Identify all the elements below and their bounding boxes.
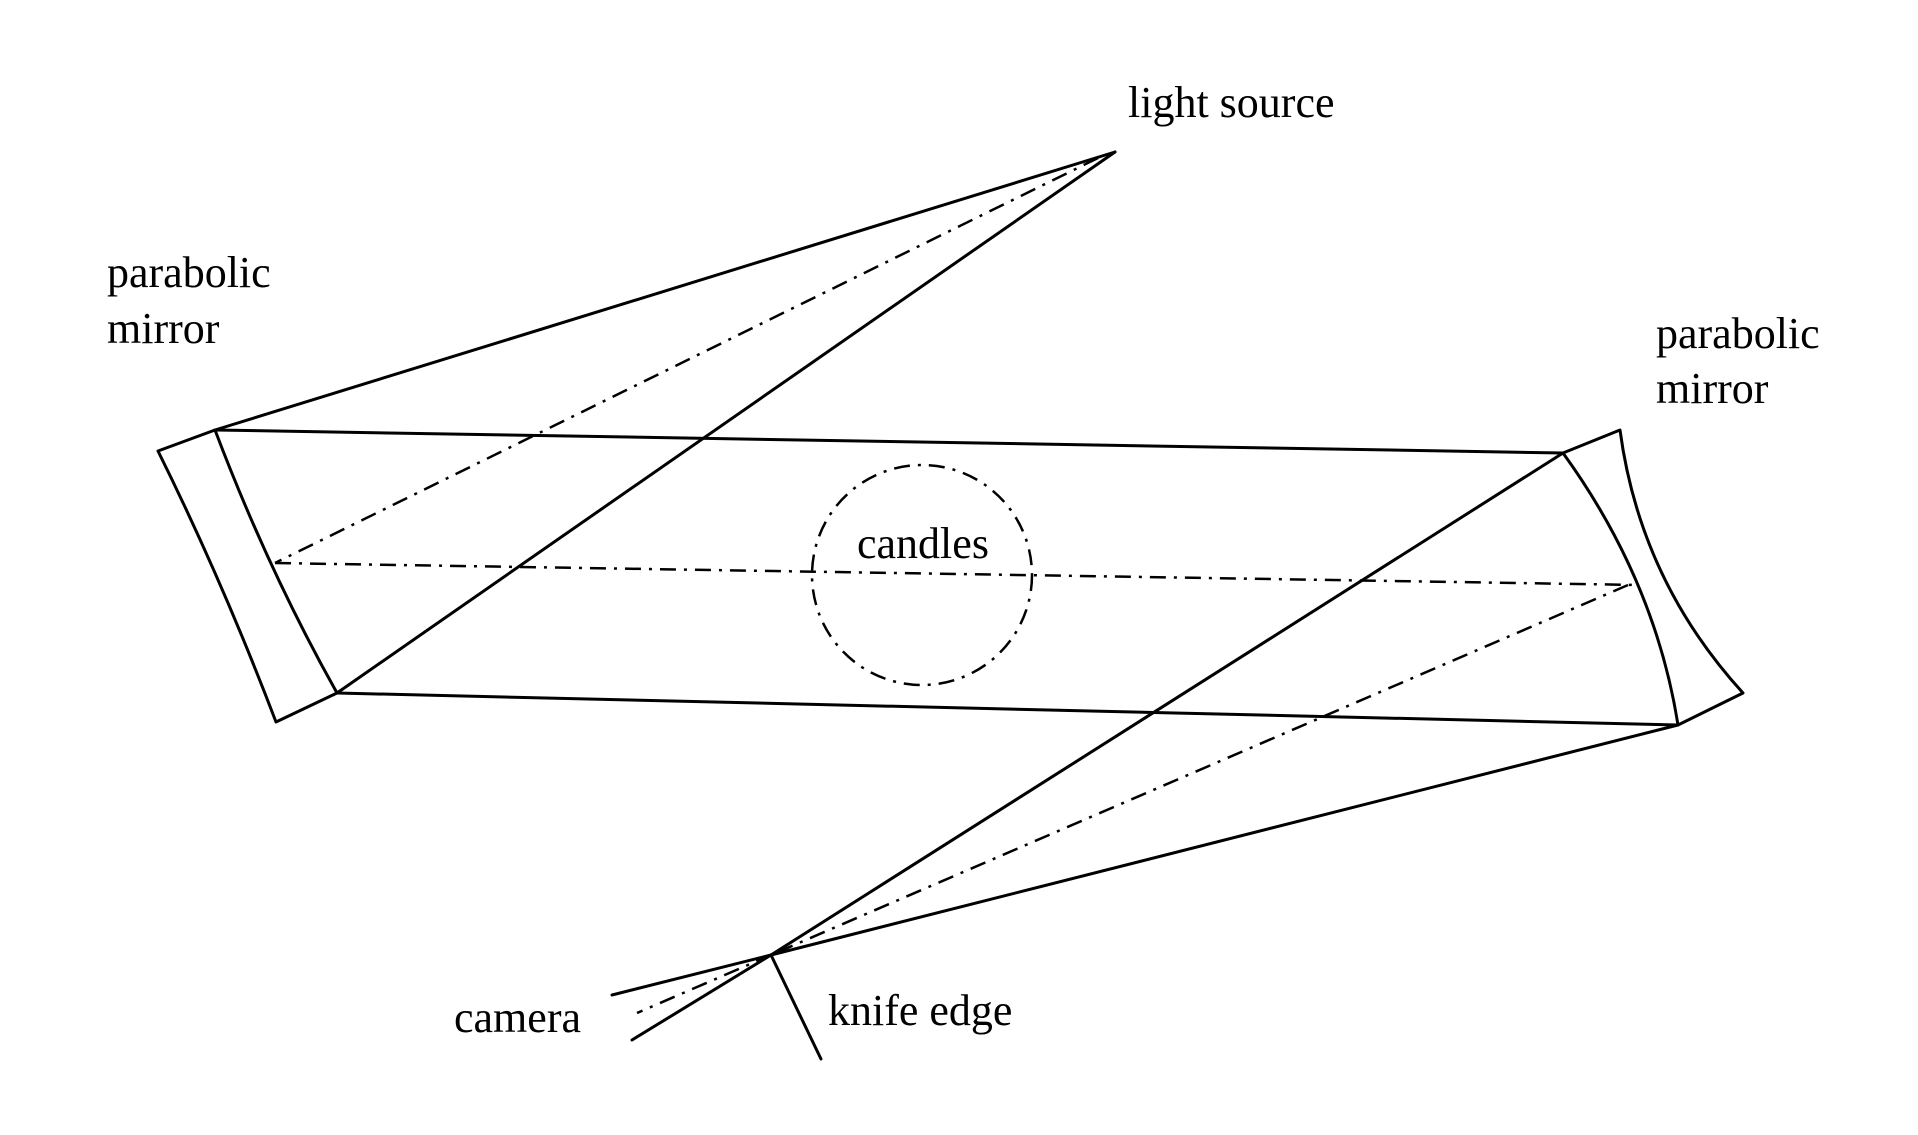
source-beam-lower [335, 150, 1117, 695]
right-mirror-label: parabolic mirror [1656, 309, 1831, 413]
test-section-bottom [335, 691, 1680, 727]
left-mirror-label-line-1: parabolic [107, 248, 271, 297]
test-section-top [213, 428, 1565, 455]
candles-label: candles [857, 519, 989, 568]
source-beam-upper [213, 150, 1117, 432]
knife-edge-label: knife edge [828, 986, 1012, 1035]
knife-edge [769, 953, 823, 1061]
camera-beam-upper [610, 953, 773, 997]
camera-beam-axis [636, 953, 772, 1015]
focus-beam-upper [769, 451, 1565, 957]
candles-circle [810, 463, 1034, 687]
source-beam-axis [274, 156, 1099, 565]
right-parabolic-mirror [1561, 428, 1745, 727]
left-mirror-label-line-2: mirror [107, 304, 220, 353]
right-mirror-label-line-2: mirror [1656, 364, 1769, 413]
camera-label: camera [454, 993, 581, 1042]
left-mirror-label: parabolic mirror [107, 248, 282, 353]
right-mirror-label-line-1: parabolic [1656, 309, 1820, 358]
camera-beam-lower [630, 953, 773, 1042]
focus-beam-lower [769, 723, 1680, 957]
focus-beam-axis [770, 583, 1629, 957]
light-source-label: light source [1128, 78, 1335, 127]
left-parabolic-mirror [156, 428, 339, 724]
